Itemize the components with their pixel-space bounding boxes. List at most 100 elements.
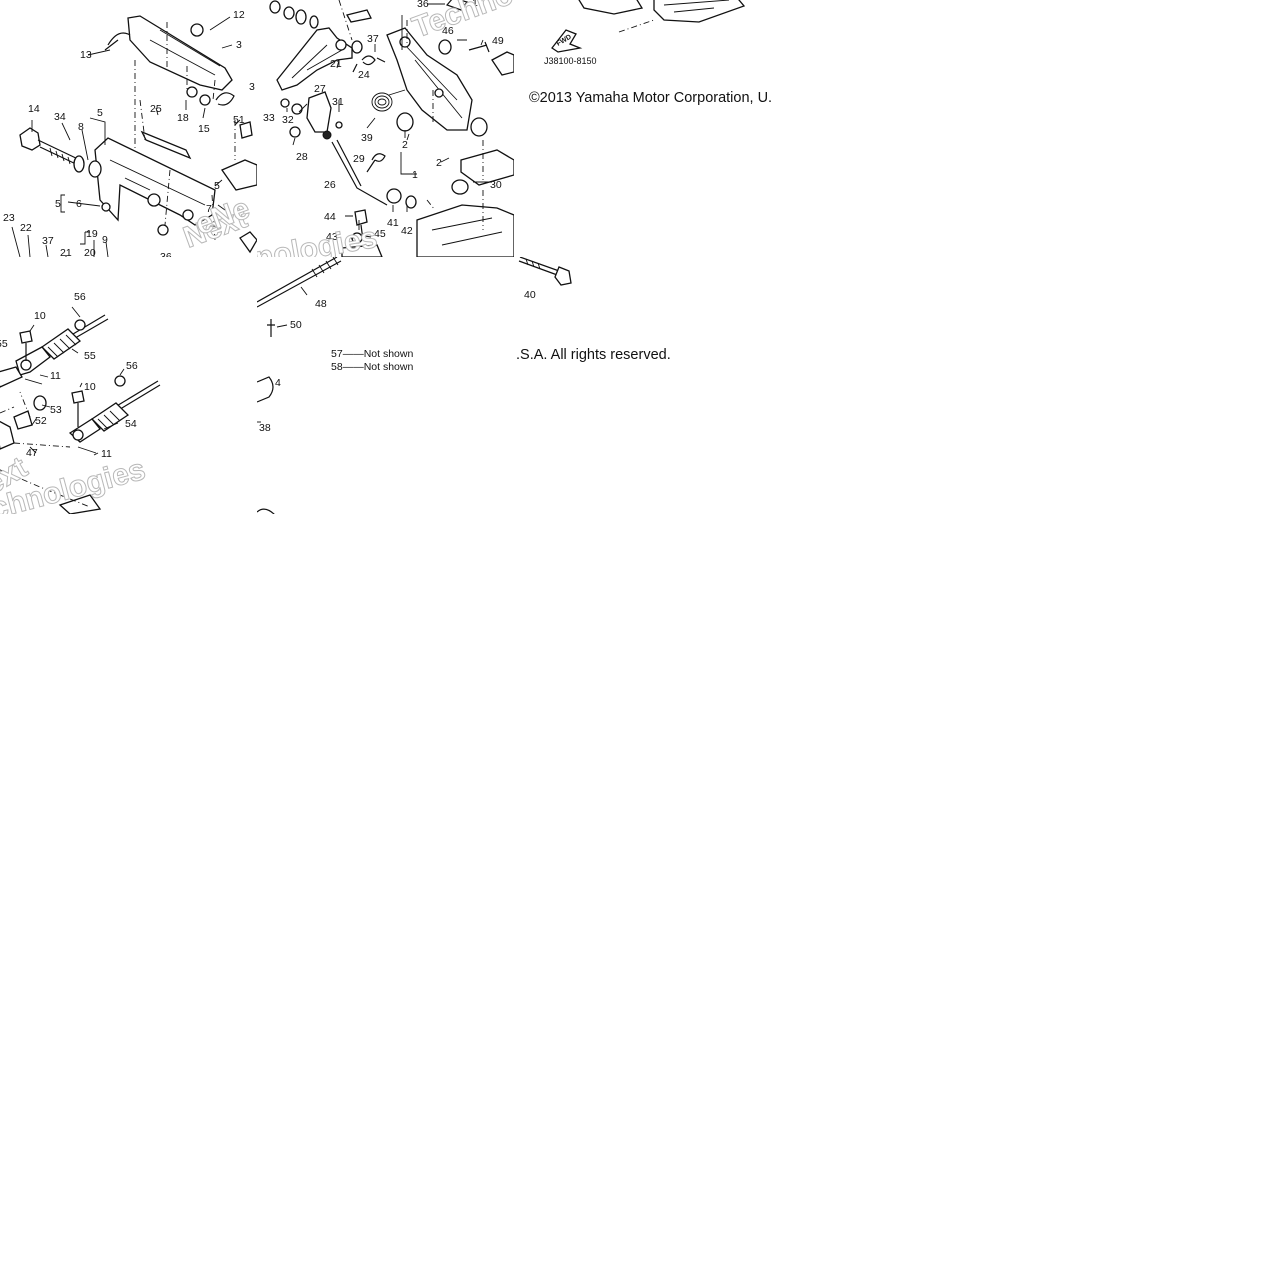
pedal-assembly-drawing: 12 3 13 3 25 51 18 15 14 34 8 5 5 6 5 7 … xyxy=(3,9,257,257)
rod-bolt-drawing: 48 50 40 4 38 xyxy=(257,257,342,514)
frame-bracket xyxy=(653,0,746,23)
plate-part xyxy=(140,130,192,160)
spring-part xyxy=(215,92,235,106)
washer-part xyxy=(73,155,85,173)
callout-label: 26 xyxy=(324,179,336,191)
coil-spring xyxy=(371,89,406,112)
callout-label: 18 xyxy=(177,112,189,124)
callout-label: 46 xyxy=(442,25,454,37)
bolt-40-drawing: 40 xyxy=(518,257,572,301)
callout-label: 55 xyxy=(84,350,96,362)
note-callout: 57 xyxy=(331,348,343,360)
long-rod xyxy=(257,257,342,308)
nut-part xyxy=(190,23,204,37)
callout-label: 51 xyxy=(233,114,245,126)
callout-label: 44 xyxy=(324,211,336,223)
callout-label: 23 xyxy=(3,212,15,224)
washer-part xyxy=(186,86,198,98)
adjuster-part xyxy=(306,91,332,133)
callout-label: 43 xyxy=(326,231,338,243)
diagram-tile-bottom-middle: 48 50 40 4 38 xyxy=(257,257,514,514)
spring-clip xyxy=(257,376,274,403)
callout-label: 2 xyxy=(436,157,442,169)
pad-part xyxy=(460,149,514,186)
frame-drawing: FWD J38100-8150 xyxy=(544,0,746,66)
callout-label: 45 xyxy=(374,228,386,240)
callout-label: 54 xyxy=(125,418,137,430)
bushing-part xyxy=(438,39,452,55)
callout-label: 3 xyxy=(236,39,242,51)
callout-label: 25 xyxy=(150,103,162,115)
washer-part xyxy=(199,94,211,106)
callout-label: 32 xyxy=(282,114,294,126)
callout-label: 11 xyxy=(101,448,112,460)
note-dash: —— xyxy=(342,348,364,360)
copyright-text: ©2013 Yamaha Motor Corporation, U. xyxy=(529,90,773,106)
callout-label: 49 xyxy=(492,35,504,47)
callout-label: 36 xyxy=(160,251,172,257)
cable-boot xyxy=(40,328,82,360)
note-callout: 58 xyxy=(331,361,343,373)
callout-label: 34 xyxy=(54,111,66,123)
diagram-tile-bottom-left: 56 10 55 55 56 11 10 53 52 54 47 11 ext … xyxy=(0,257,257,514)
callout-label: 37 xyxy=(367,33,379,45)
callout-label: 27 xyxy=(314,83,326,95)
housing-part xyxy=(416,204,514,257)
callout-label: 55 xyxy=(0,338,8,350)
fwd-arrow-icon: FWD xyxy=(551,29,583,53)
callout-label: 37 xyxy=(42,235,54,247)
callout-label: 19 xyxy=(86,228,98,240)
note-text: Not shown xyxy=(363,361,414,373)
callout-label: 4 xyxy=(275,377,281,389)
bushing-part xyxy=(88,160,102,178)
callout-label: 24 xyxy=(358,69,370,81)
callout-label: 5 xyxy=(214,180,220,192)
callout-label: 11 xyxy=(50,370,61,382)
callout-label: 9 xyxy=(102,234,108,246)
callout-label: 1 xyxy=(412,169,418,181)
callout-label: 50 xyxy=(290,319,302,331)
callout-label: 29 xyxy=(353,153,365,165)
callout-label: 10 xyxy=(84,381,96,393)
not-shown-note: 58——Not shown xyxy=(331,361,413,373)
callout-label: 38 xyxy=(259,422,271,434)
callout-label: 30 xyxy=(490,179,502,191)
callout-label: 2 xyxy=(402,139,408,151)
callout-label: 28 xyxy=(296,151,308,163)
callout-label: 21 xyxy=(60,247,72,257)
copyright-text: .S.A. All rights reserved. xyxy=(516,347,671,363)
callout-label: 21 xyxy=(330,58,342,70)
callout-label: 41 xyxy=(387,217,399,229)
callout-label: 53 xyxy=(50,404,62,416)
callout-label: 14 xyxy=(28,103,40,115)
callout-label: 31 xyxy=(332,96,344,108)
callout-label: 6 xyxy=(76,198,82,210)
callout-label: 42 xyxy=(401,225,413,237)
brake-linkage-drawing: 36 17 37 24 21 46 49 27 31 33 32 39 28 2… xyxy=(257,0,514,257)
note-text: Not shown xyxy=(363,348,414,360)
diagram-tile-top-left: 12 3 13 3 25 51 18 15 14 34 8 5 5 6 5 7 … xyxy=(0,0,257,257)
brake-cable xyxy=(114,380,161,412)
diagram-tile-top-middle: 36 17 37 24 21 46 49 27 31 33 32 39 28 2… xyxy=(257,0,514,257)
callout-label: 10 xyxy=(34,310,46,322)
callout-label: 7 xyxy=(206,203,212,215)
clevis-part xyxy=(15,346,51,376)
bolt-head xyxy=(19,127,41,151)
spring-clip xyxy=(104,32,131,51)
brake-rod xyxy=(331,139,388,206)
callout-label: 56 xyxy=(74,291,86,303)
callout-label: 33 xyxy=(263,112,275,124)
drawing-code: J38100-8150 xyxy=(544,56,597,66)
pedal-bracket xyxy=(127,15,233,91)
pivot-boss xyxy=(147,193,161,207)
watermark-text: nologies xyxy=(257,221,380,257)
not-shown-note: 57——Not shown xyxy=(331,348,413,360)
callout-label: 56 xyxy=(126,360,138,372)
callout-label: 17 xyxy=(472,0,484,9)
bushing-part xyxy=(396,112,414,132)
callout-label: 39 xyxy=(361,132,373,144)
spring-part xyxy=(352,55,386,73)
callout-label: 40 xyxy=(524,289,536,301)
callout-label: 48 xyxy=(315,298,327,310)
callout-label: 3 xyxy=(249,81,255,93)
